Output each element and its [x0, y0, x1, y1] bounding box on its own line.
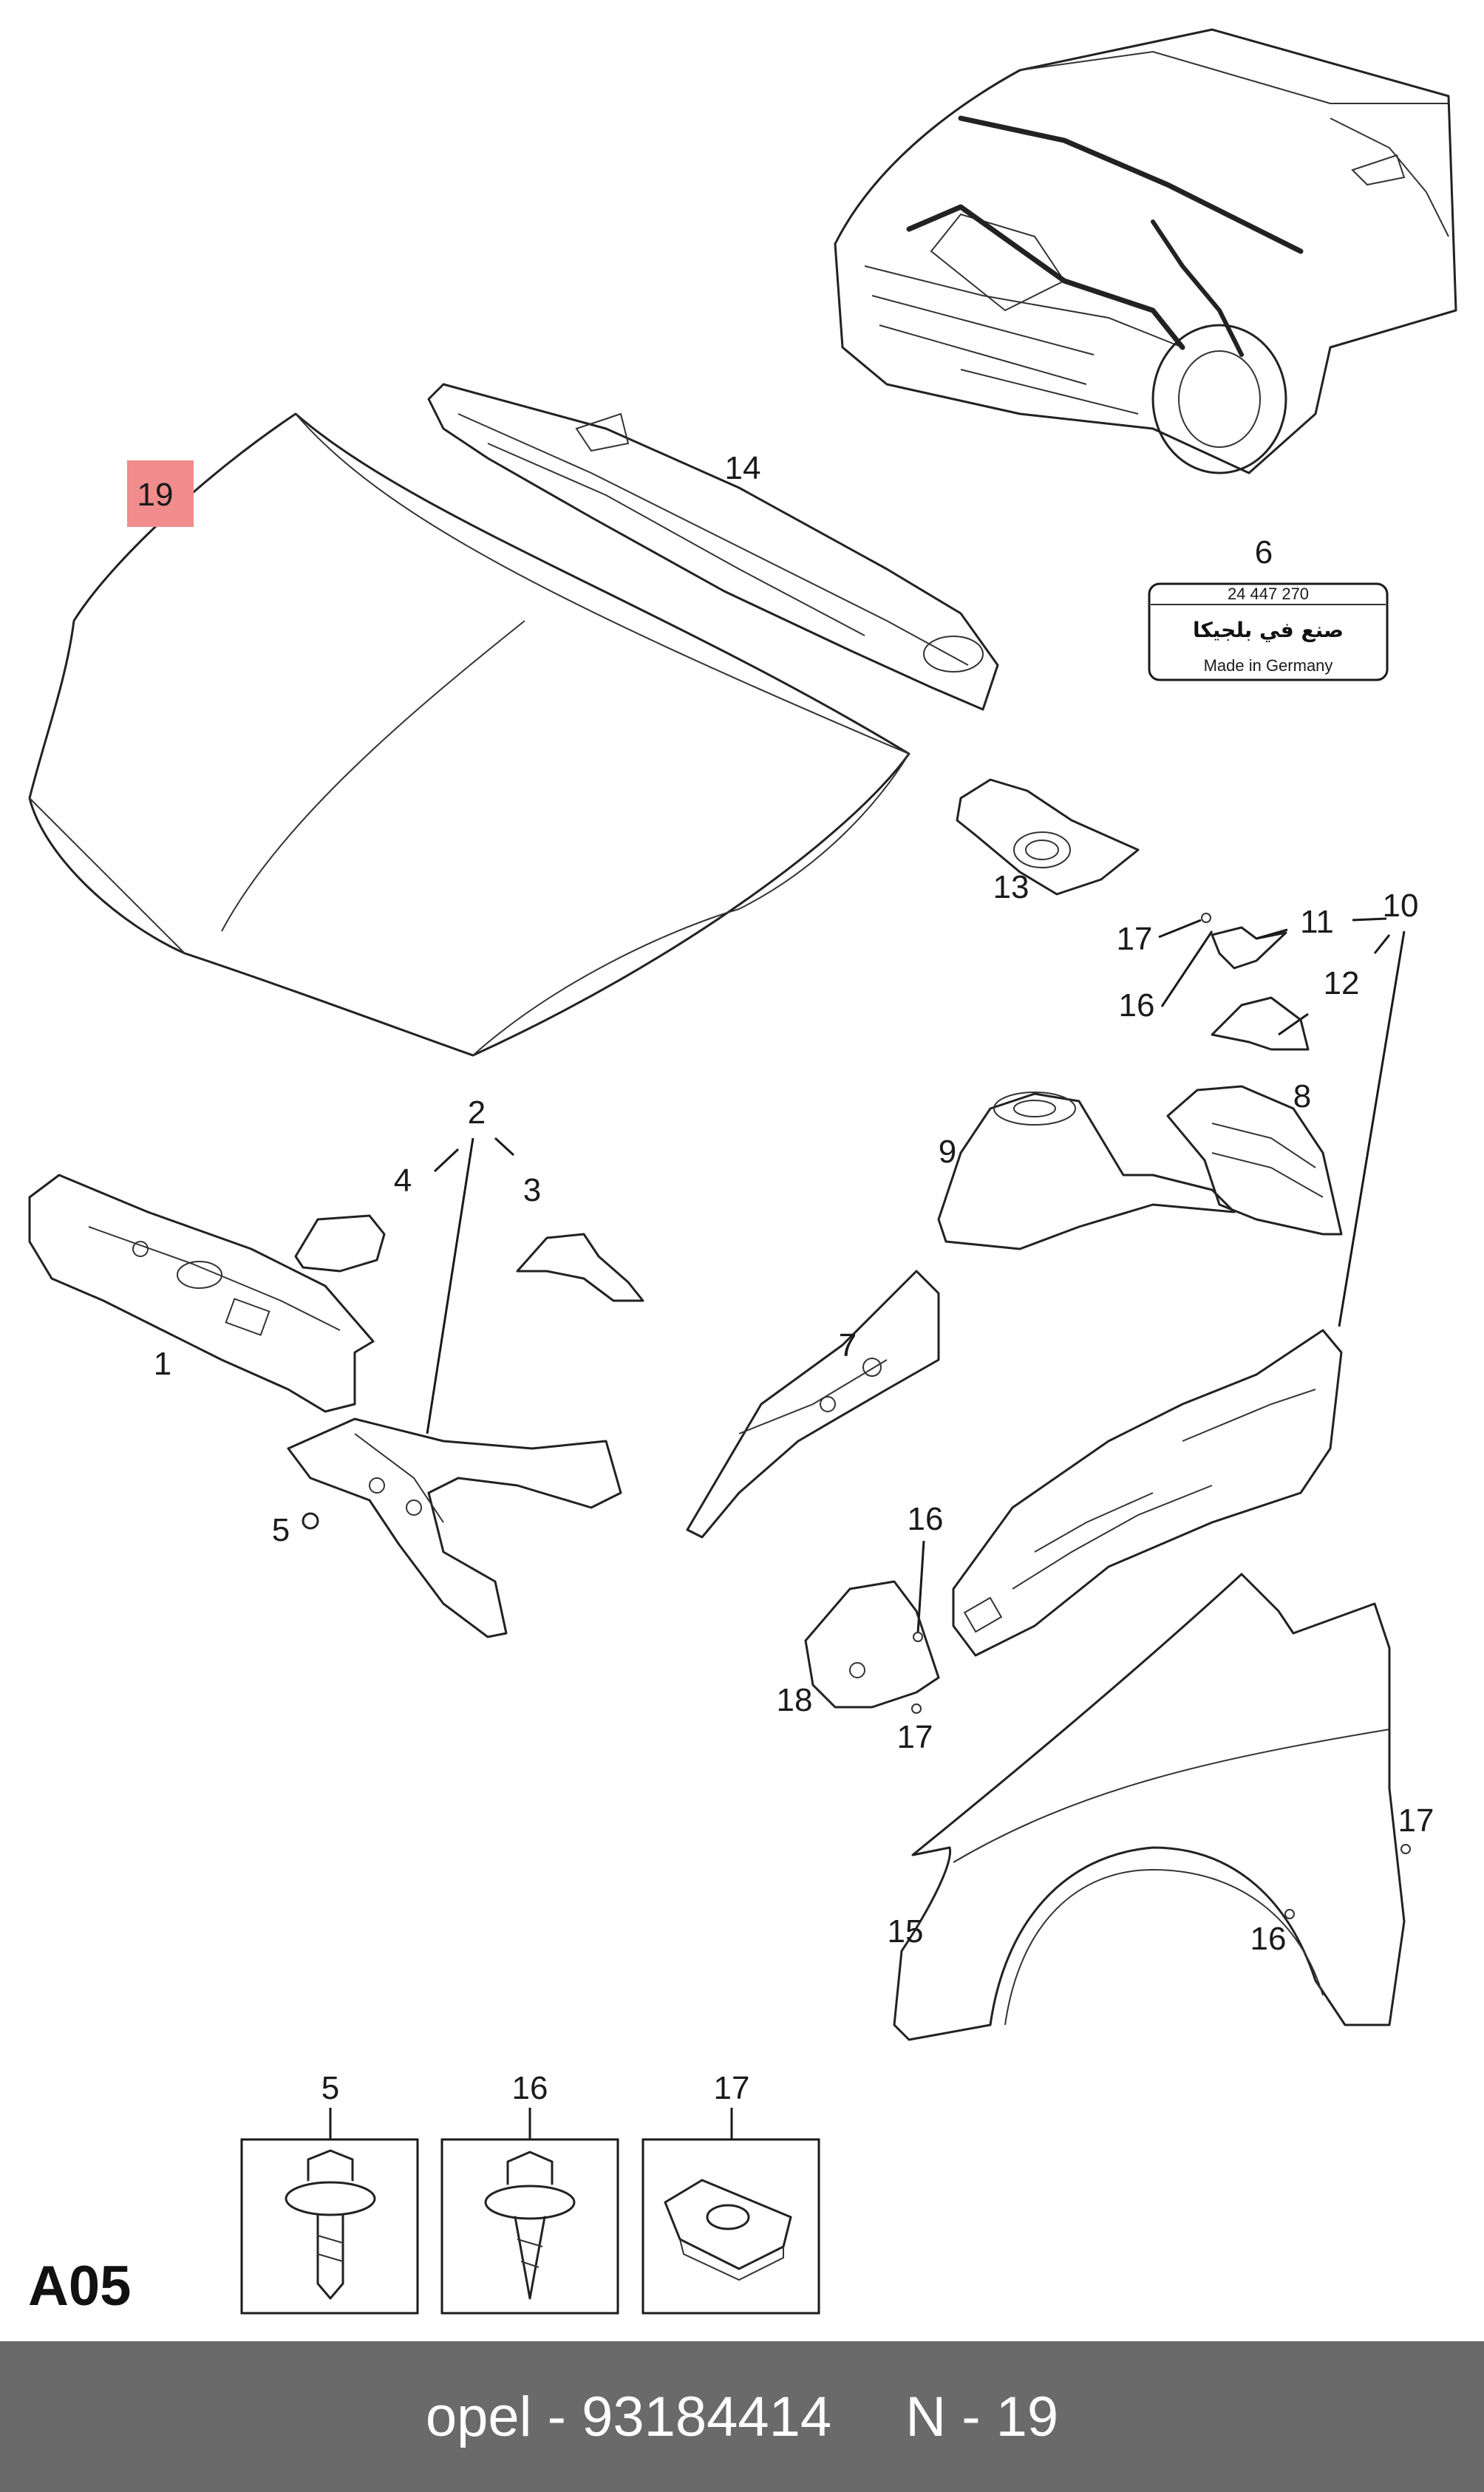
- footer-separator: -: [547, 2385, 566, 2448]
- front-panel-1: [28, 1174, 375, 1413]
- callout-7: 7: [839, 1327, 857, 1364]
- callout-8: 8: [1293, 1078, 1311, 1114]
- strut-bracket-13: [956, 778, 1140, 896]
- callout-17-top: 17: [1117, 921, 1153, 957]
- callout-2: 2: [468, 1094, 486, 1131]
- front-fender-15: [893, 1573, 1411, 2041]
- section-code: A05: [28, 2255, 132, 2318]
- footer-bar: opel - 93184414 N - 19: [0, 2341, 1484, 2492]
- fastener-box-5: 5: [240, 2070, 419, 2315]
- cowl-panel: [427, 383, 999, 711]
- callout-14: 14: [725, 450, 761, 486]
- side-rail-panel-10: [952, 1329, 1343, 1657]
- callout-18: 18: [777, 1682, 813, 1718]
- hood-panel: [28, 412, 911, 1057]
- callout-5-diagram: 5: [272, 1512, 290, 1548]
- callout-1: 1: [154, 1346, 171, 1382]
- label-origin-text: Made in Germany: [1204, 656, 1333, 675]
- bolt-5-small: [302, 1512, 319, 1530]
- speed-nut-clip-icon: [664, 2179, 792, 2281]
- callout-4: 4: [394, 1162, 412, 1199]
- callout-3: 3: [523, 1172, 541, 1208]
- frame-rail-7: [686, 1270, 940, 1539]
- footer-position-label: N - 19: [905, 2385, 1059, 2448]
- fastener-box-17-label: 17: [714, 2070, 750, 2106]
- callout-17-fender: 17: [1398, 1802, 1434, 1839]
- callout-15: 15: [888, 1913, 924, 1950]
- bolt-with-washer-icon: [285, 2149, 376, 2300]
- highlight-box-19: [127, 460, 194, 527]
- center-support-2: [287, 1417, 622, 1638]
- fastener-box-16-label: 16: [512, 2070, 548, 2106]
- fastener-box-5-label: 5: [321, 2070, 339, 2106]
- bracket-4: [294, 1214, 386, 1273]
- self-tapping-screw-icon: [484, 2151, 576, 2300]
- label-part-number: 24 447 270: [1228, 585, 1309, 603]
- bracket-18: [804, 1580, 940, 1709]
- footer-part-number: 93184414: [582, 2385, 832, 2448]
- strut-tower-9: [937, 1092, 1236, 1250]
- callout-17-mid: 17: [897, 1719, 933, 1755]
- callout-12: 12: [1324, 965, 1360, 1001]
- callout-11: 11: [1300, 904, 1334, 940]
- callout-16-top: 16: [1119, 987, 1155, 1024]
- callout-13: 13: [993, 869, 1029, 905]
- footer-brand: opel: [425, 2385, 532, 2448]
- wheelhouse-panel-8: [1166, 1085, 1343, 1236]
- callout-19: 19: [137, 477, 174, 513]
- callout-9: 9: [939, 1134, 956, 1170]
- callout-16-mid: 16: [908, 1501, 944, 1537]
- label-arabic-text: صنع في بلجيكا: [1193, 618, 1344, 642]
- label-plate: 24 447 270 صنع في بلجيكا Made in Germany: [1148, 582, 1389, 681]
- bracket-3: [516, 1233, 644, 1302]
- car-overview-illustration: [834, 28, 1457, 474]
- callout-16-fender: 16: [1250, 1921, 1287, 1957]
- fastener-box-17: 17: [641, 2070, 820, 2315]
- callout-10: 10: [1383, 888, 1419, 924]
- parts-diagram: 19 14 6 24 447 270 صنع في بلجيكا Made in…: [28, 28, 1457, 2315]
- fastener-box-16: 16: [440, 2070, 619, 2315]
- callout-6: 6: [1255, 534, 1273, 571]
